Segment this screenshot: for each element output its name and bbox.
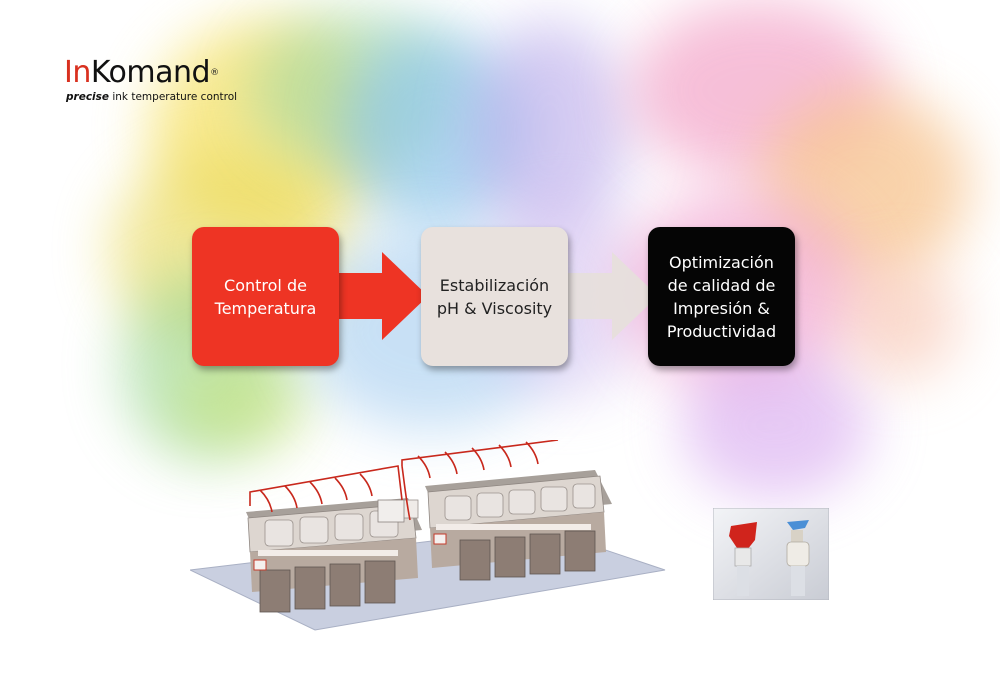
step-ph-viscosity-stabilization: Estabilización pH & Viscosity [421, 227, 568, 366]
printing-machines-illustration [190, 440, 666, 631]
logo-wordmark-komand: Komand [90, 55, 211, 90]
step-temperature-control: Control de Temperatura [192, 227, 339, 366]
red-valve-icon [729, 522, 757, 596]
logo-tagline-emphasis: precise [66, 91, 110, 103]
logo-wordmark-in: In [64, 55, 91, 90]
step-temperature-control-label: Control de Temperatura [214, 275, 317, 318]
blue-valve-icon [786, 520, 810, 596]
logo-tagline-rest: ink temperature control [109, 91, 238, 103]
grey-arrow-icon [560, 252, 658, 340]
registered-mark: ® [210, 68, 219, 78]
red-arrow-icon [330, 252, 428, 340]
right-printing-machine [425, 470, 612, 581]
step-ph-viscosity-label: Estabilización pH & Viscosity [436, 275, 553, 318]
logo-tagline: precise ink temperature control [66, 91, 237, 103]
logo-wordmark: InKomand® [64, 58, 237, 88]
temperature-control-unit [377, 499, 405, 523]
step-print-quality-optimization: Optimización de calidad de Impresión & P… [648, 227, 795, 366]
ink-temperature-hoses [249, 440, 559, 521]
inkomand-logo: InKomand® precise ink temperature contro… [64, 58, 237, 104]
ink-valve-photo [713, 508, 829, 600]
step-print-quality-label: Optimización de calidad de Impresión & P… [666, 252, 777, 341]
